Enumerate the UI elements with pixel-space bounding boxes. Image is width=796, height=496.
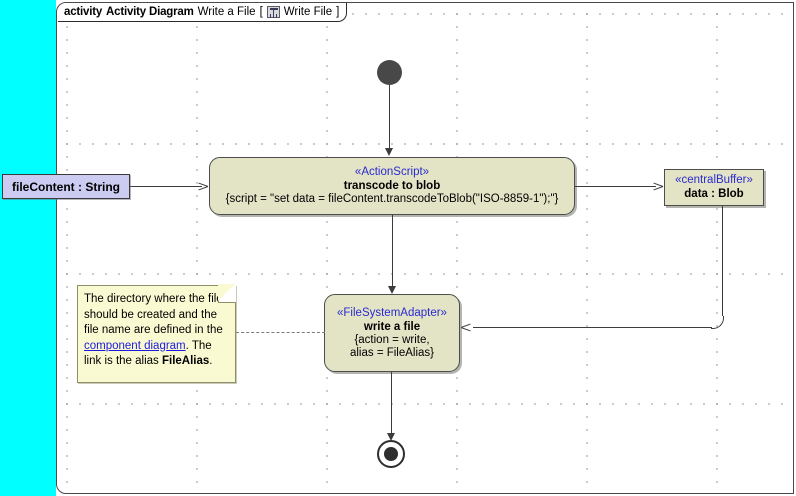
parameter-label: fileContent : String <box>12 179 120 194</box>
arrowhead-initial-to-transcode <box>385 148 393 156</box>
edge-transcode-to-writefile <box>392 215 393 287</box>
transcode-script-body: {script = "set data = fileContent.transc… <box>225 193 559 205</box>
activity-parameter-node-filecontent[interactable]: fileContent : String <box>2 174 130 199</box>
activity-diagram-icon <box>266 6 280 18</box>
arrowhead-writefile-to-final <box>387 433 395 441</box>
arrowhead-transcode-to-writefile <box>388 286 396 294</box>
edge-buffer-horizontal <box>473 327 712 328</box>
action-node-transcode-to-blob[interactable]: «ActionScript» transcode to blob {script… <box>209 157 575 215</box>
note-text-part3: . <box>209 355 213 367</box>
note-text-part1: The directory where the file should be c… <box>84 293 223 336</box>
writefile-body-line1: {action = write, <box>354 333 430 346</box>
buffer-name: data : Blob <box>684 188 744 200</box>
left-cyan-panel <box>0 0 56 496</box>
diagram-context-label: Write File <box>283 6 333 18</box>
arrowhead-transcode-to-buffer <box>653 181 662 191</box>
action-node-write-a-file[interactable]: «FileSystemAdapter» write a file {action… <box>324 294 460 372</box>
arrowhead-buffer-to-writefile <box>461 322 471 332</box>
writefile-stereotype: «FileSystemAdapter» <box>337 306 447 319</box>
bracket-close: ] <box>336 6 340 18</box>
diagram-name: Write a File <box>197 6 256 18</box>
initial-node[interactable] <box>377 60 402 85</box>
writefile-body-line2: alias = FileAlias} <box>349 346 435 359</box>
note-bold-filealias: FileAlias <box>161 355 210 367</box>
grid-background <box>57 3 793 493</box>
activity-final-node[interactable] <box>377 440 405 468</box>
bracket-open: [ <box>259 6 263 18</box>
note-hyperlink-component-diagram[interactable]: component diagram <box>84 339 186 352</box>
edge-transcode-to-buffer <box>575 186 656 187</box>
diagram-keyword: activity <box>64 6 103 18</box>
central-buffer-node-data[interactable]: «centralBuffer» data : Blob <box>664 169 764 206</box>
edge-initial-to-transcode <box>389 85 390 149</box>
arrowhead-param-to-transcode <box>198 181 207 191</box>
note-text-part2: . The link is the alias <box>84 339 212 368</box>
diagram-kind: Activity Diagram <box>106 6 194 18</box>
note-fold-corner <box>218 284 236 303</box>
edge-buffer-vertical <box>722 206 723 316</box>
buffer-stereotype: «centralBuffer» <box>675 174 753 186</box>
note-anchor-line <box>236 332 325 333</box>
comment-note[interactable]: The directory where the file should be c… <box>77 284 236 383</box>
edge-writefile-to-final <box>391 372 392 434</box>
transcode-stereotype: «ActionScript» <box>354 166 430 178</box>
diagram-title-tab[interactable]: activity Activity Diagram Write a File [… <box>58 3 348 22</box>
transcode-name: transcode to blob <box>343 180 441 192</box>
activity-diagram-frame <box>56 2 794 494</box>
edge-param-to-transcode <box>130 186 202 187</box>
writefile-name: write a file <box>363 320 421 333</box>
